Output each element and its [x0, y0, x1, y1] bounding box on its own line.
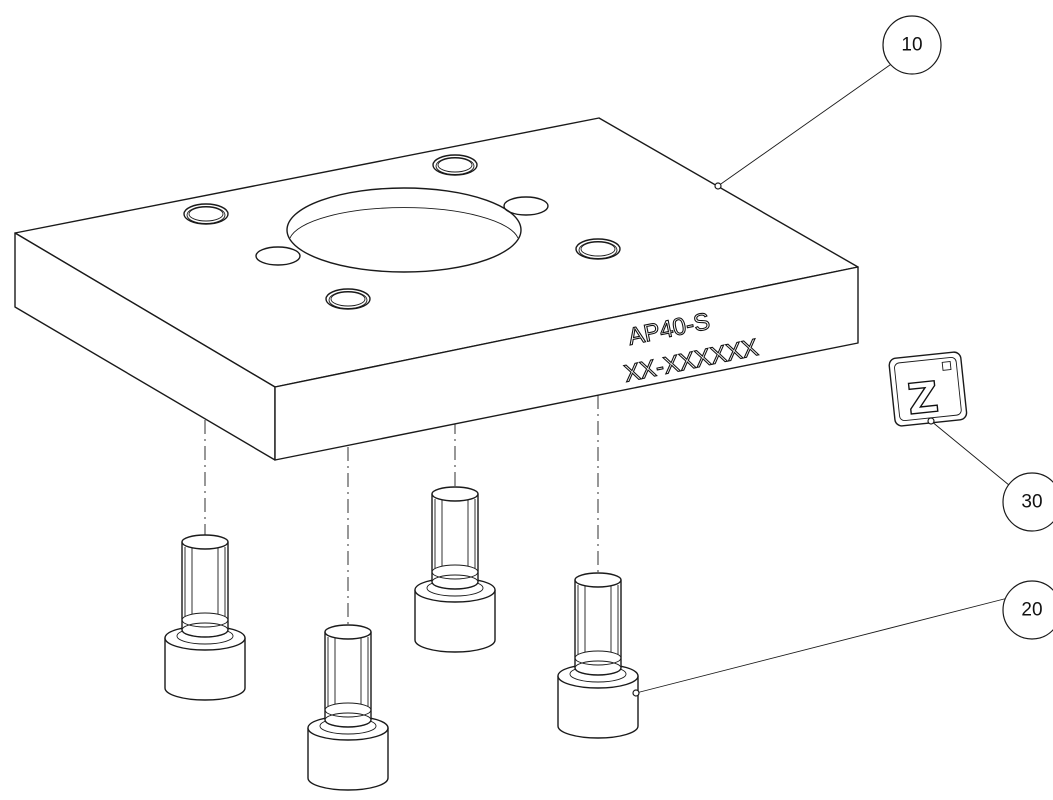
leader-20	[635, 597, 1009, 694]
logo-letter: Z	[905, 372, 940, 424]
central-bore	[286, 187, 522, 273]
socket-head-screw	[557, 572, 639, 739]
socket-head-screw	[414, 486, 496, 653]
through-hole	[255, 246, 301, 266]
callout-20: 20	[1002, 580, 1053, 640]
socket-head-screw	[307, 624, 389, 791]
callout-30-label: 30	[1021, 492, 1042, 513]
adapter-plate: AP40-S XX-XXXXXX	[14, 117, 859, 461]
through-hole	[503, 196, 549, 216]
callout-10: 10	[882, 15, 942, 75]
leader-30	[930, 420, 1016, 491]
callout-30: 30	[1002, 472, 1053, 532]
callout-20-label: 20	[1021, 600, 1042, 621]
logo-badge: Z	[888, 351, 968, 427]
socket-head-screw	[164, 534, 246, 701]
callout-10-label: 10	[901, 35, 922, 56]
leader-10	[717, 59, 898, 187]
